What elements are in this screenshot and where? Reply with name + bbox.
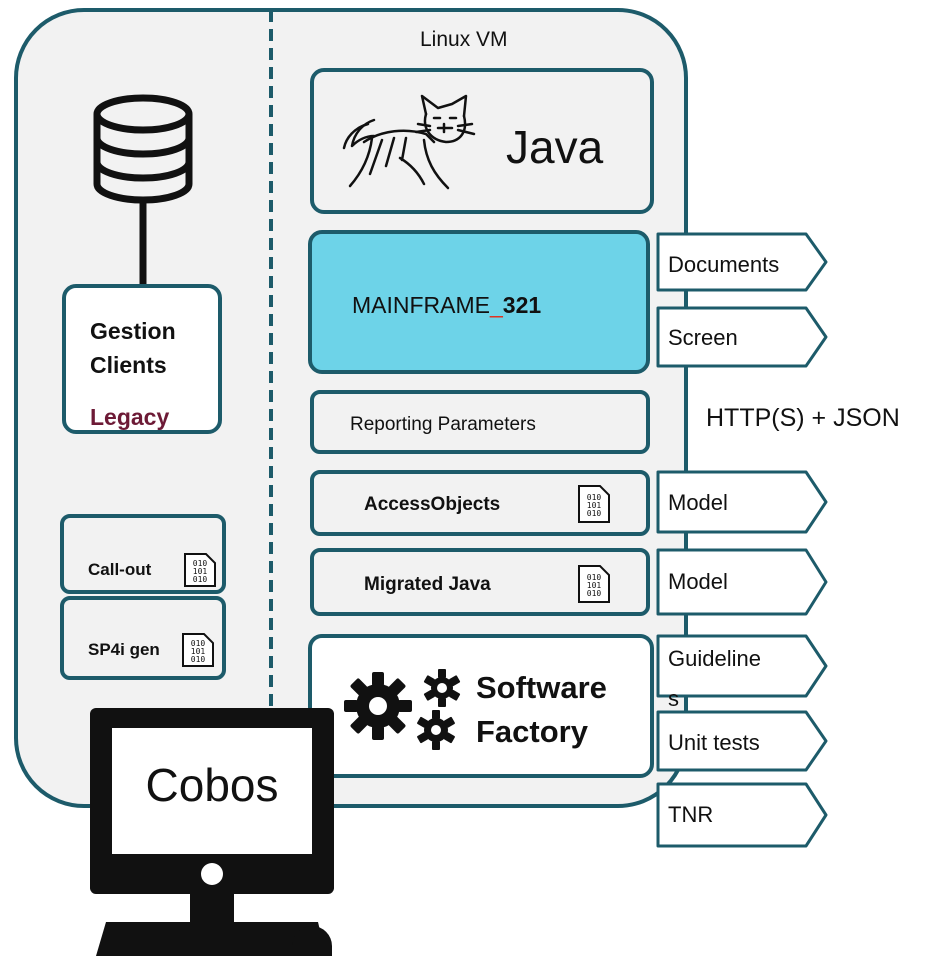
mainframe-label-separator: _ [490, 292, 503, 318]
port-shape [656, 548, 828, 616]
mainframe-label-prefix: MAINFRAME [352, 292, 490, 318]
port-shape [656, 634, 828, 698]
database-icon [93, 94, 193, 288]
monitor-shape [90, 708, 334, 956]
port-shape [656, 232, 828, 292]
port-shape [656, 710, 828, 772]
computer-label: Cobos [145, 759, 279, 811]
binary-file-icon: 010 101 010 [182, 633, 214, 667]
software-factory-line2: Factory [476, 714, 588, 749]
binary-file-icon: 010 101 010 [578, 485, 610, 523]
software-factory-box: Software Factory [308, 634, 654, 778]
svg-text:010: 010 [587, 573, 602, 582]
svg-text:010: 010 [191, 655, 206, 664]
tomcat-cat-icon [342, 94, 476, 190]
port-model-1-label: Model [668, 490, 728, 515]
svg-text:010: 010 [587, 589, 602, 598]
java-label: Java [506, 121, 604, 173]
svg-text:101: 101 [191, 647, 206, 656]
call-out-box: Call-out 010 101 010 [60, 514, 226, 594]
software-factory-line1: Software [476, 670, 607, 705]
mainframe-label-suffix: 321 [502, 292, 542, 318]
zone-divider [269, 10, 273, 800]
mainframe-label: MAINFRAME_321 [352, 292, 541, 319]
legacy-label: Legacy [90, 404, 170, 430]
desktop-computer-icon: Cobos [86, 706, 338, 962]
svg-text:010: 010 [193, 559, 208, 568]
port-tnr-label: TNR [668, 802, 714, 827]
port-guidelines: Guideline s [656, 634, 830, 710]
port-screen: Screen [656, 306, 830, 368]
port-model-2: Model [656, 548, 830, 616]
gestion-clients-line1: Gestion [90, 318, 176, 344]
svg-text:101: 101 [193, 567, 208, 576]
protocol-label: HTTP(S) + JSON [706, 404, 900, 432]
svg-text:010: 010 [587, 509, 602, 518]
svg-text:010: 010 [193, 575, 208, 584]
vm-title: Linux VM [420, 28, 508, 51]
port-shape [656, 306, 828, 368]
svg-text:010: 010 [191, 639, 206, 648]
port-screen-label: Screen [668, 325, 738, 350]
binary-file-icon: 010 101 010 [578, 565, 610, 603]
reporting-parameters-label: Reporting Parameters [350, 414, 536, 435]
port-unit-tests: Unit tests [656, 710, 830, 772]
gestion-clients-box: Gestion Clients Legacy [62, 284, 222, 434]
port-model-2-label: Model [668, 569, 728, 594]
port-documents: Documents [656, 232, 830, 292]
call-out-label: Call-out [88, 560, 152, 579]
access-objects-label: AccessObjects [364, 494, 501, 515]
reporting-parameters-box: Reporting Parameters [310, 390, 650, 454]
java-box: Java [310, 68, 654, 214]
port-model-1: Model [656, 470, 830, 534]
gestion-clients-line2: Clients [90, 352, 167, 378]
svg-text:101: 101 [587, 501, 602, 510]
sp4i-gen-box: SP4i gen 010 101 010 [60, 596, 226, 680]
port-unit-tests-label: Unit tests [668, 730, 760, 755]
port-guidelines-label-2: s [668, 686, 679, 711]
svg-text:101: 101 [587, 581, 602, 590]
svg-text:010: 010 [587, 493, 602, 502]
port-documents-label: Documents [668, 252, 780, 277]
sp4i-gen-label: SP4i gen [88, 640, 160, 659]
port-tnr: TNR [656, 782, 830, 848]
port-shape [656, 470, 828, 534]
access-objects-box: AccessObjects 010 101 010 [310, 470, 650, 536]
migrated-java-label: Migrated Java [364, 574, 491, 595]
gears-icon [344, 669, 461, 750]
mainframe-box: MAINFRAME_321 [308, 230, 650, 374]
port-guidelines-label-1: Guideline [668, 646, 761, 671]
port-shape [656, 782, 828, 848]
binary-file-icon: 010 101 010 [184, 553, 216, 587]
migrated-java-box: Migrated Java 010 101 010 [310, 548, 650, 616]
